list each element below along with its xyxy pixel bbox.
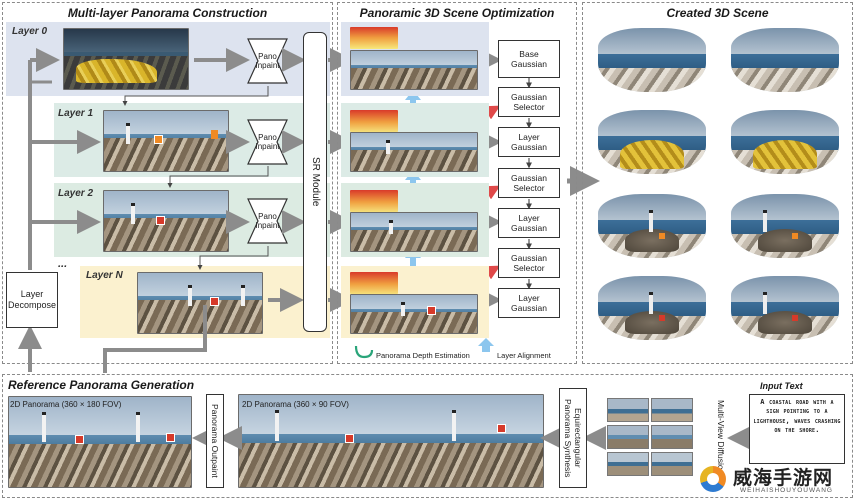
legend-alignment: Layer Alignment xyxy=(497,351,551,360)
base-gaussian-box: Base Gaussian xyxy=(498,40,560,78)
pano-inpaint-shape-2 xyxy=(247,198,288,244)
legend-depth: Panorama Depth Estimation xyxy=(376,351,470,360)
multiview-tile-1 xyxy=(607,398,649,422)
optimization-title: Panoramic 3D Scene Optimization xyxy=(359,6,555,20)
reference-section xyxy=(2,374,853,498)
layerN-panorama xyxy=(137,272,263,334)
pano-inpaint-shape-0 xyxy=(247,38,288,84)
layer-ellipsis: ... xyxy=(58,258,68,270)
layer1-marker xyxy=(211,130,218,139)
scene-1-left xyxy=(598,110,706,174)
construction-section xyxy=(2,2,333,364)
opt-depth-2 xyxy=(350,190,398,212)
gaussian-selector-box-N: Gaussian Selector xyxy=(498,248,560,278)
scene-2-right xyxy=(731,194,839,258)
multiview-tile-3 xyxy=(607,425,649,449)
construction-title: Multi-layer Panorama Construction xyxy=(67,6,268,20)
scene-1-right xyxy=(731,110,839,174)
scene-2-left xyxy=(598,194,706,258)
opt-pano-N xyxy=(350,294,478,334)
opt-pano-0 xyxy=(350,50,478,90)
pano-inpaint-0: Pano Inpaint xyxy=(255,51,280,70)
opt-depth-N xyxy=(350,272,398,294)
multiview-diffusion-box: Multi-View Diffusion xyxy=(716,399,727,475)
gaussian-selector-box-1: Gaussian Selector xyxy=(498,87,560,117)
layer1-panorama xyxy=(103,110,229,172)
opt-depth-0 xyxy=(350,27,398,49)
layerN-label: Layer N xyxy=(86,270,123,281)
scene-3-left xyxy=(598,276,706,340)
pano-inpaint-shape-1 xyxy=(247,119,288,165)
layer0-label: Layer 0 xyxy=(12,26,48,37)
multiview-tile-5 xyxy=(607,452,649,476)
scene-0-right xyxy=(731,28,839,92)
pano-inpaint-1: Pano Inpaint xyxy=(255,132,280,151)
layer1-label: Layer 1 xyxy=(58,108,94,119)
input-title: Input Text xyxy=(760,381,803,391)
sr-module: SR Module xyxy=(303,32,327,332)
layer0-panorama xyxy=(63,28,189,90)
opt-depth-1 xyxy=(350,110,398,132)
layer-decompose-box: Layer Decompose xyxy=(6,272,58,328)
watermark-logo-icon xyxy=(700,466,726,492)
created-section xyxy=(582,2,853,364)
multiview-tile-6 xyxy=(651,452,693,476)
multiview-tile-2 xyxy=(651,398,693,422)
opt-pano-1 xyxy=(350,132,478,172)
optimization-section xyxy=(337,2,577,364)
caption-360-180: 2D Panorama (360 × 180 FOV) xyxy=(10,400,122,409)
scene-3-right xyxy=(731,276,839,340)
gaussian-selector-box-2: Gaussian Selector xyxy=(498,168,560,198)
layer-gaussian-box-1: Layer Gaussian xyxy=(498,127,560,157)
layer-gaussian-box-N: Layer Gaussian xyxy=(498,288,560,318)
watermark-subtext: WEIHAISHOUYOUWANG xyxy=(740,487,833,494)
created-title: Created 3D Scene xyxy=(666,6,769,20)
opt-pano-2 xyxy=(350,212,478,252)
layer-gaussian-box-2: Layer Gaussian xyxy=(498,208,560,238)
pano-outpaint-box: Panorama Outpaint xyxy=(206,394,224,488)
watermark-text: 威海手游网 xyxy=(733,467,834,489)
pano-inpaint-2: Pano Inpaint xyxy=(255,211,280,230)
layer2-label: Layer 2 xyxy=(58,188,94,199)
caption-360-90: 2D Panorama (360 × 90 FOV) xyxy=(242,400,349,409)
input-text-box: A coastal road with a sign pointing to a… xyxy=(749,394,845,464)
multiview-tile-4 xyxy=(651,425,693,449)
equirect-synthesis-box: Equirectangular Panorama Synthesis xyxy=(559,388,587,488)
reference-title: Reference Panorama Generation xyxy=(8,378,195,392)
scene-0-left xyxy=(598,28,706,92)
